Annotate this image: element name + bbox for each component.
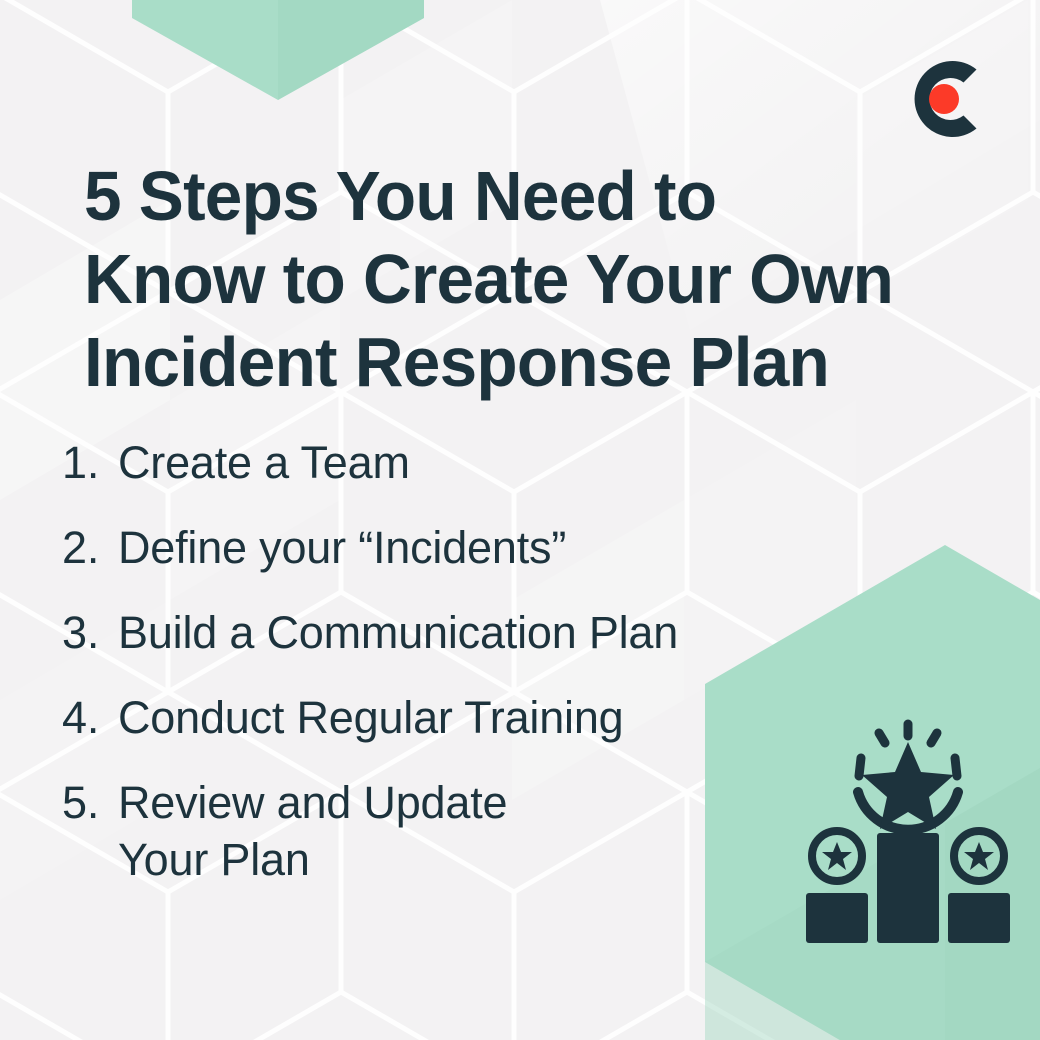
list-item: 5. Review and Update Your Plan [62,774,802,888]
step-label: Create a Team [118,437,410,488]
step-number: 4. [62,692,100,743]
left-medal-icon [808,827,866,885]
page-title: 5 Steps You Need to Know to Create Your … [84,157,894,401]
brand-logo [898,53,990,145]
step-number: 1. [62,437,100,488]
list-item: 3. Build a Communication Plan [62,604,802,661]
step-number: 2. [62,522,100,573]
step-label: Define your “Incidents” [118,522,567,573]
winners-podium-icon [796,716,1020,944]
list-item: 4. Conduct Regular Training [62,689,802,746]
list-item: 2. Define your “Incidents” [62,519,802,576]
logo-dot-icon [929,84,959,114]
step-label: Review and Update Your Plan [118,777,508,885]
podium-block-left [806,893,868,943]
podium-block-right [948,893,1010,943]
step-number: 5. [62,777,100,828]
list-item: 1. Create a Team [62,434,802,491]
green-hexagon-top [132,0,424,100]
podium-block-center [877,833,939,943]
step-label: Conduct Regular Training [118,692,624,743]
right-medal-icon [950,827,1008,885]
step-label: Build a Communication Plan [118,607,679,658]
steps-list: 1. Create a Team 2. Define your “Inciden… [62,434,802,916]
step-number: 3. [62,607,100,658]
